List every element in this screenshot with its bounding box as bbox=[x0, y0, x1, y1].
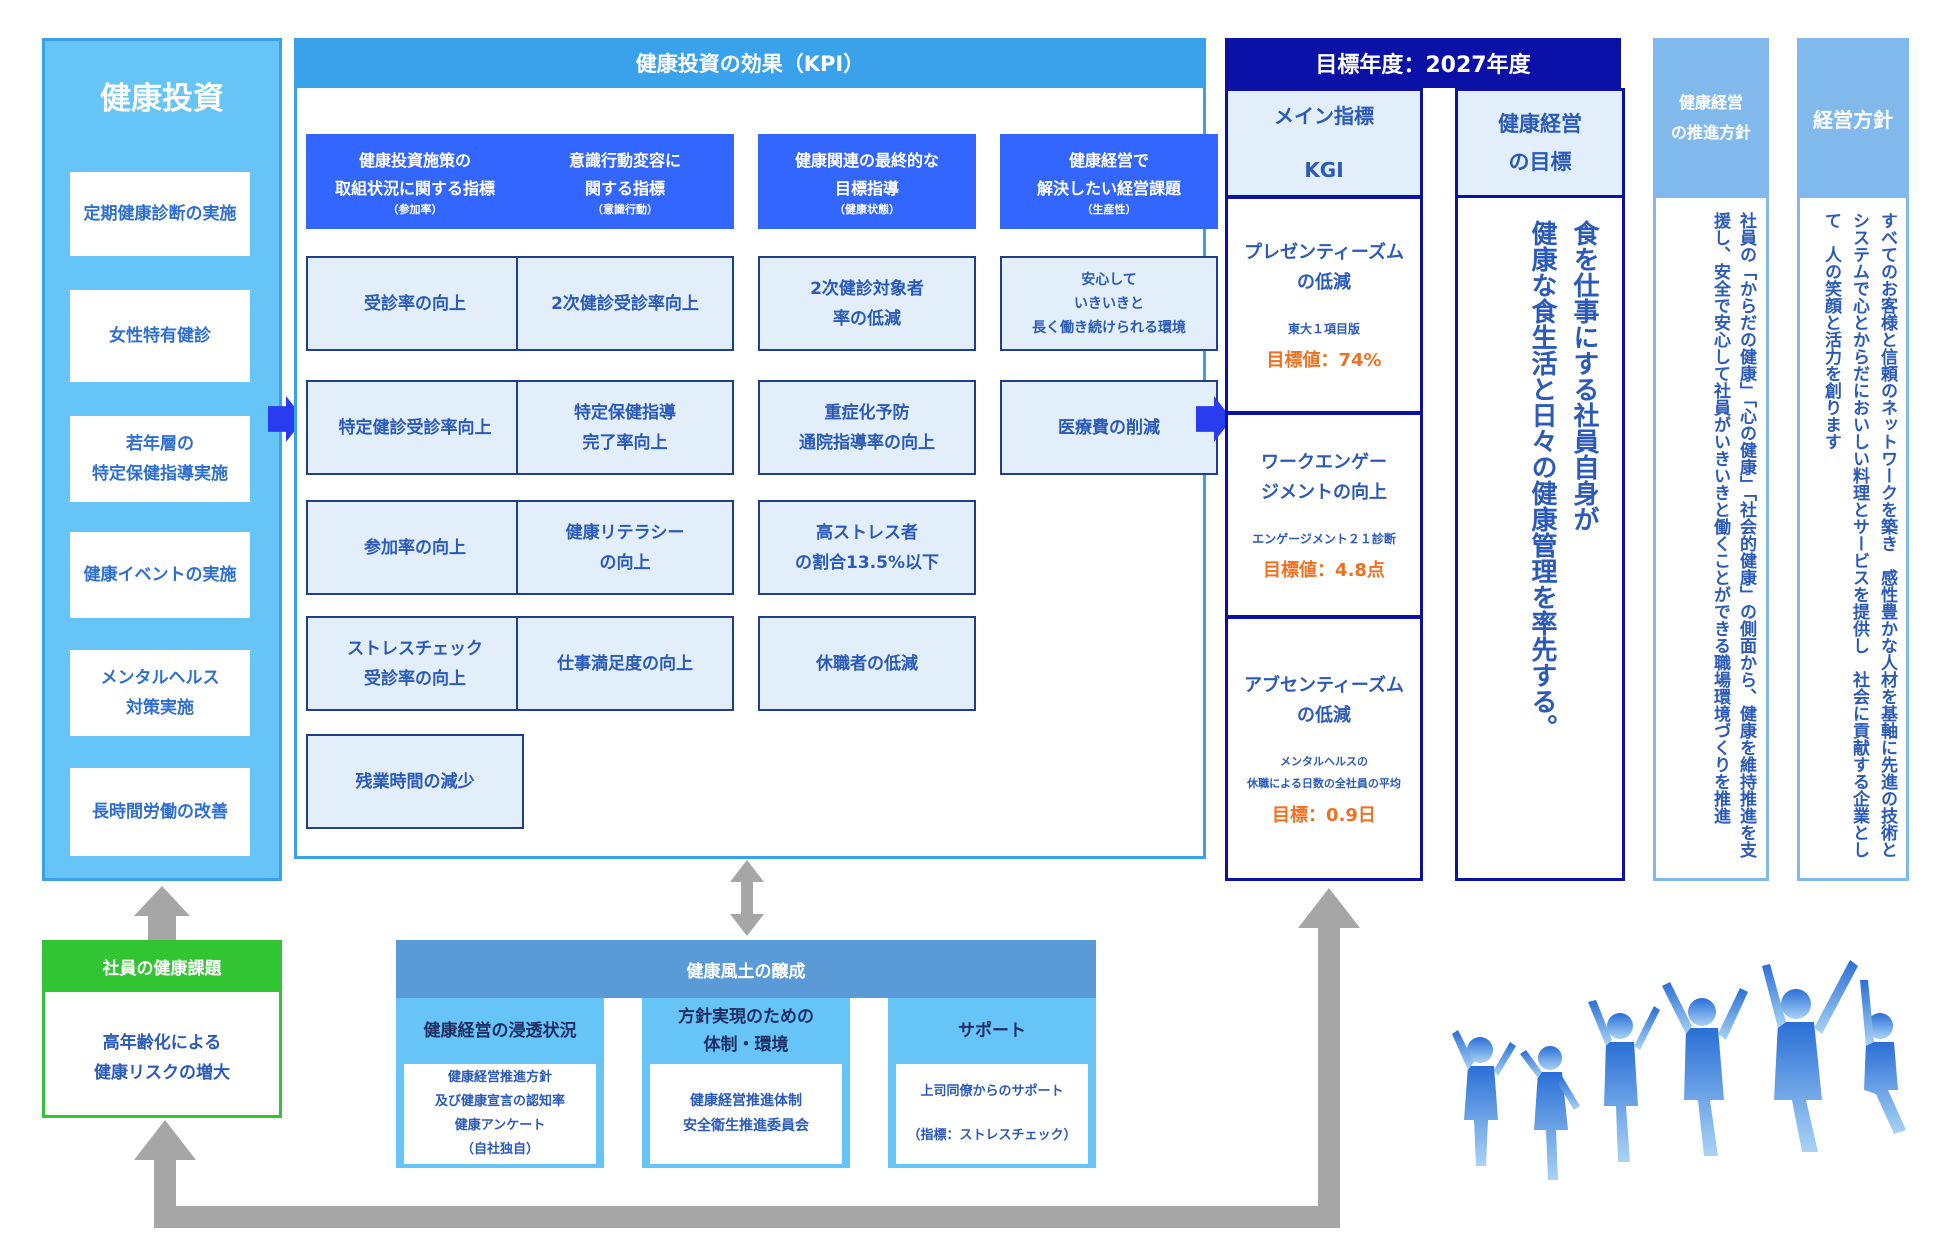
kpi-header-label: 意識行動変容に 関する指標 bbox=[568, 150, 681, 198]
kpi-item: 特定健診受診率向上 bbox=[306, 380, 524, 475]
kpi-item: 休職者の低減 bbox=[758, 616, 976, 711]
arrow-up-icon bbox=[134, 886, 190, 916]
management-header: 経営方針 bbox=[1797, 38, 1909, 198]
kpi-header-sub: （生産性） bbox=[1081, 202, 1137, 216]
policy-text: 社員の「からだの健康」「心の健康」「社会的健康」の側面から、健康を維持推進を支援… bbox=[1710, 212, 1756, 858]
kgi-target-value: 目標値：4.8点 bbox=[1263, 560, 1385, 581]
investment-item: 健康イベントの実施 bbox=[70, 532, 250, 618]
management-text: すべてのお客様と信頼のネットワークを築き 感性豊かな人材を基軸に先進の技術とシス… bbox=[1821, 212, 1897, 858]
investment-item: 長時間労働の改善 bbox=[70, 768, 250, 856]
kgi-main: ワークエンゲー ジメントの向上 bbox=[1261, 452, 1387, 503]
kpi-item: 仕事満足度の向上 bbox=[516, 616, 734, 711]
kpi-item: ストレスチェック 受診率の向上 bbox=[306, 616, 524, 711]
kpi-header-participation: 健康投資施策の 取組状況に関する指標 （参加率） bbox=[306, 134, 524, 229]
culture-title: サポート bbox=[958, 1021, 1026, 1041]
kpi-header-label: 健康関連の最終的な 目標指導 bbox=[794, 150, 939, 198]
arrow-up-icon bbox=[134, 1120, 196, 1160]
target-year-title: 目標年度：2027年度 bbox=[1225, 38, 1621, 88]
investment-item: 女性特有健診 bbox=[70, 290, 250, 382]
kpi-header-behavior: 意識行動変容に 関する指標 （意識行動） bbox=[516, 134, 734, 229]
kgi-header: メイン指標 KGI bbox=[1225, 88, 1423, 198]
connector-line bbox=[1318, 926, 1340, 1228]
kpi-item: 健康リテラシー の向上 bbox=[516, 500, 734, 595]
kpi-title: 健康投資の効果（KPI） bbox=[294, 38, 1206, 88]
kpi-item: 受診率の向上 bbox=[306, 256, 524, 351]
culture-title: 方針実現のための 体制・環境 bbox=[678, 1007, 814, 1055]
kgi-target-value: 目標：0.9日 bbox=[1272, 804, 1376, 826]
investment-title: 健康投資 bbox=[100, 81, 224, 117]
kgi-main: アブセンティーズム の低減 bbox=[1243, 674, 1405, 726]
connector-line bbox=[741, 880, 753, 914]
kpi-item: 医療費の削減 bbox=[1000, 380, 1218, 475]
connector-line bbox=[148, 914, 176, 940]
connector-line bbox=[154, 1206, 1340, 1228]
kpi-header-label: 健康経営で 解決したい経営課題 bbox=[1036, 150, 1181, 198]
kgi-main: プレゼンティーズム の低減 bbox=[1243, 242, 1405, 293]
kgi-target-value: 目標値：74% bbox=[1266, 350, 1382, 371]
kpi-header-sub: （意識行動） bbox=[592, 202, 658, 216]
kpi-header-label: 健康投資施策の 取組状況に関する指標 bbox=[334, 150, 495, 198]
culture-body: 健康経営推進体制 安全衛生推進委員会 bbox=[650, 1064, 842, 1164]
kpi-item: 重症化予防 通院指導率の向上 bbox=[758, 380, 976, 475]
kpi-header-health-status: 健康関連の最終的な 目標指導 （健康状態） bbox=[758, 134, 976, 229]
culture-title: 健康経営の浸透状況 bbox=[423, 1021, 577, 1041]
culture-header: 健康風土の醸成 bbox=[396, 940, 1096, 998]
investment-item: 定期健康診断の実施 bbox=[70, 172, 250, 256]
kpi-item: 2次健診対象者 率の低減 bbox=[758, 256, 976, 351]
kpi-item: 安心して いきいきと 長く働き続けられる環境 bbox=[1000, 256, 1218, 351]
investment-item: メンタルヘルス 対策実施 bbox=[70, 650, 250, 736]
goal-header: 健康経営 の目標 bbox=[1455, 88, 1625, 198]
goal-column bbox=[1455, 88, 1625, 881]
kpi-header-sub: （参加率） bbox=[387, 202, 443, 216]
culture-body: 健康経営推進方針 及び健康宣言の認知率 健康アンケート （自社独自） bbox=[404, 1064, 596, 1164]
kpi-header-productivity: 健康経営で 解決したい経営課題 （生産性） bbox=[1000, 134, 1218, 229]
kgi-presenteeism: プレゼンティーズム の低減 東大１項目版 目標値：74% bbox=[1225, 196, 1423, 414]
kpi-item: 残業時間の減少 bbox=[306, 734, 524, 829]
kgi-absenteeism: アブセンティーズム の低減 メンタルヘルスの 休職による日数の全社員の平均 目標… bbox=[1225, 616, 1423, 881]
arrow-up-icon bbox=[730, 860, 764, 882]
health-issue-header: 社員の健康課題 bbox=[42, 940, 282, 992]
kpi-item: 特定保健指導 完了率向上 bbox=[516, 380, 734, 475]
policy-header: 健康経営 の推進方針 bbox=[1653, 38, 1769, 198]
goal-text: 食を仕事にする社員自身が 健康な食生活と日々の健康管理を率先する。 bbox=[1527, 220, 1599, 740]
kpi-item: 参加率の向上 bbox=[306, 500, 524, 595]
kpi-item: 高ストレス者 の割合13.5%以下 bbox=[758, 500, 976, 595]
investment-item: 若年層の 特定保健指導実施 bbox=[70, 416, 250, 502]
kgi-source: 東大１項目版 bbox=[1287, 322, 1360, 336]
kpi-item: 2次健診受診率向上 bbox=[516, 256, 734, 351]
culture-body: 上司同僚からのサポート （指標：ストレスチェック） bbox=[896, 1064, 1088, 1164]
health-issue-text: 高年齢化による 健康リスクの増大 bbox=[94, 1033, 230, 1083]
kgi-source: メンタルヘルスの 休職による日数の全社員の平均 bbox=[1247, 754, 1401, 790]
arrow-down-icon bbox=[730, 914, 764, 936]
arrow-up-icon bbox=[1298, 888, 1360, 928]
kgi-engagement: ワークエンゲー ジメントの向上 エンゲージメント２１診断 目標値：4.8点 bbox=[1225, 412, 1423, 618]
kpi-header-sub: （健康状態） bbox=[834, 202, 900, 216]
kgi-source: エンゲージメント２１診断 bbox=[1252, 532, 1396, 546]
jumping-people-illustration bbox=[1452, 960, 1906, 1180]
